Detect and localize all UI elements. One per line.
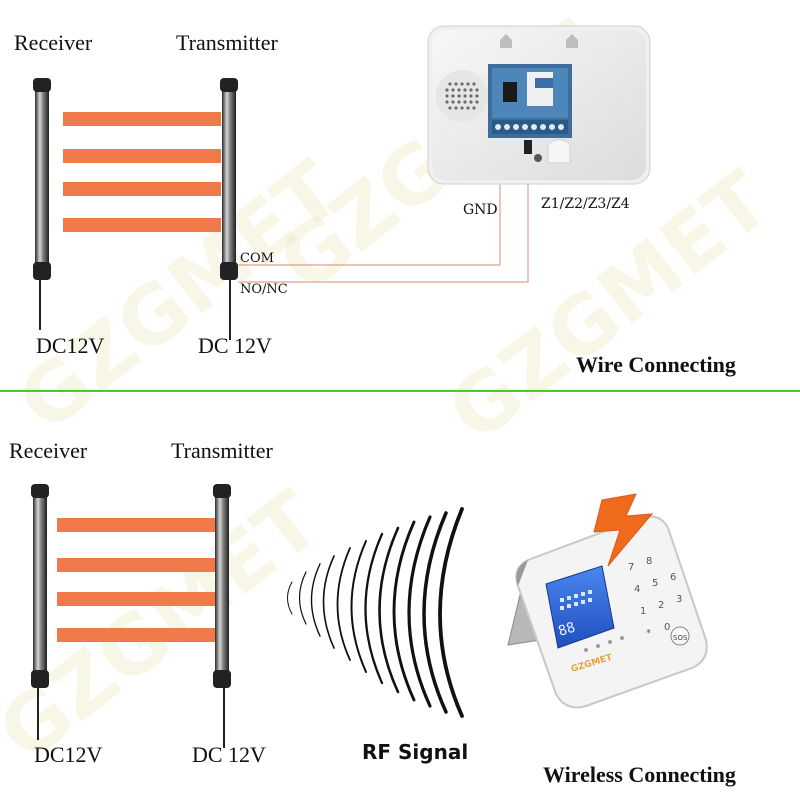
svg-text:0: 0 bbox=[664, 622, 670, 633]
bottom-transmitter-pole bbox=[213, 484, 231, 748]
svg-text:3: 3 bbox=[676, 594, 682, 605]
svg-text:5: 5 bbox=[652, 578, 658, 589]
com-terminal-label: COM bbox=[240, 251, 274, 266]
bottom-receiver-label: Receiver bbox=[9, 438, 88, 463]
svg-text:6: 6 bbox=[670, 572, 676, 583]
wireless-alarm-panel: 88 GZGMET 78 456 123 *0 SOS bbox=[507, 515, 708, 709]
top-transmitter-label: Transmitter bbox=[176, 30, 278, 55]
svg-text:4: 4 bbox=[634, 584, 640, 595]
sos-button-label: SOS bbox=[673, 634, 688, 642]
gnd-terminal-label: GND bbox=[463, 202, 498, 218]
svg-text:1: 1 bbox=[640, 606, 646, 617]
svg-text:2: 2 bbox=[658, 600, 664, 611]
wireless-connecting-caption: Wireless Connecting bbox=[543, 762, 736, 787]
wire-connecting-caption: Wire Connecting bbox=[576, 352, 736, 377]
rf-signal-label: RF Signal bbox=[362, 740, 469, 764]
svg-text:7: 7 bbox=[628, 562, 634, 573]
top-receiver-power-label: DC12V bbox=[36, 333, 105, 358]
panel-keypad: 7 8 4 5 6 1 2 3 * 0 bbox=[628, 556, 682, 639]
bottom-receiver-power-label: DC12V bbox=[34, 742, 103, 767]
lcd-digits: 88 bbox=[556, 620, 577, 640]
lightning-bolt-icon bbox=[593, 493, 654, 567]
bottom-transmitter-label: Transmitter bbox=[171, 438, 273, 463]
top-receiver-pole bbox=[33, 78, 51, 330]
top-receiver-label: Receiver bbox=[14, 30, 93, 55]
top-transmitter-pole bbox=[220, 78, 238, 340]
rf-signal-waves-icon bbox=[287, 507, 464, 718]
connection-wires bbox=[238, 150, 529, 283]
svg-text:*: * bbox=[646, 628, 651, 639]
wired-alarm-panel bbox=[427, 25, 651, 185]
top-infrared-beams bbox=[63, 112, 221, 232]
bottom-transmitter-power-label: DC 12V bbox=[192, 742, 266, 767]
zones-terminal-label: Z1/Z2/Z3/Z4 bbox=[541, 196, 630, 212]
bottom-receiver-pole bbox=[31, 484, 49, 740]
top-transmitter-power-label: DC 12V bbox=[198, 333, 272, 358]
nonc-terminal-label: NO/NC bbox=[240, 282, 288, 297]
bottom-infrared-beams bbox=[57, 518, 215, 642]
svg-text:8: 8 bbox=[646, 556, 652, 567]
